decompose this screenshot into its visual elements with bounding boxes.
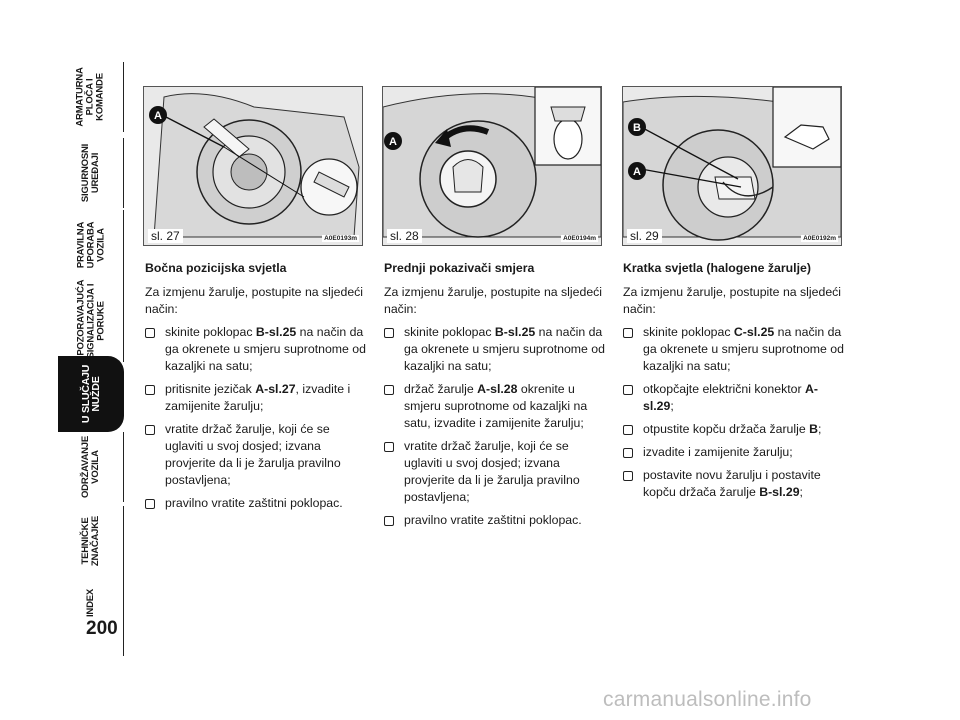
list-item: pravilno vratite zaštitni poklopac. xyxy=(145,495,367,512)
tab-odrzavanje-vozila[interactable]: ODRŽAVANJE VOZILA xyxy=(58,432,124,502)
callout-a-icon: A xyxy=(149,106,167,124)
column-low-beam: Kratka svjetla (halogene žarulje) Za izm… xyxy=(623,260,845,507)
list-item: skinite poklopac B-sl.25 na način da ga … xyxy=(145,324,367,375)
checkbox-bullet-icon xyxy=(384,385,394,395)
headlamp-illustration-side-light xyxy=(144,87,362,245)
figure-code: A0E0194m xyxy=(561,235,598,242)
list-item: izvadite i zamijenite žarulju; xyxy=(623,444,845,461)
svg-text:A: A xyxy=(389,136,397,148)
svg-text:A: A xyxy=(633,166,641,178)
tab-armaturna-ploca[interactable]: ARMATURNA PLOČA I KOMANDE xyxy=(58,62,124,132)
list-item: vratite držač žarulje, koji će se uglavi… xyxy=(384,438,606,506)
callout-a-icon: A xyxy=(384,132,402,150)
column-front-indicators: Prednji pokazivači smjera Za izmjenu žar… xyxy=(384,260,606,535)
figure-code: A0E0192m xyxy=(801,235,838,242)
checkbox-bullet-icon xyxy=(623,385,633,395)
figure-sl27: A sl. 27 A0E0193m xyxy=(143,86,363,246)
section-heading: Prednji pokazivači smjera xyxy=(384,261,535,275)
callout-a-icon: A xyxy=(628,162,646,180)
chapter-sidebar: ARMATURNA PLOČA I KOMANDE SIGURNOSNI URE… xyxy=(58,62,124,630)
checkbox-bullet-icon xyxy=(384,442,394,452)
svg-text:A: A xyxy=(154,110,162,122)
tab-label: UPOZORAVAJUĆA SIGNALIZACIJA I PORUKE xyxy=(75,279,106,363)
callout-b-icon: B xyxy=(628,118,646,136)
figure-sl29: B A sl. 29 A0E0192m xyxy=(622,86,842,246)
figure-label: sl. 29 xyxy=(627,229,662,243)
section-intro: Za izmjenu žarulje, postupite na sljedeć… xyxy=(623,285,842,316)
list-item: vratite držač žarulje, koji će se uglavi… xyxy=(145,421,367,489)
section-heading: Kratka svjetla (halogene žarulje) xyxy=(623,261,811,275)
list-item: postavite novu žarulju i postavite kopču… xyxy=(623,467,845,501)
tab-pravilna-uporaba[interactable]: PRAVILNA UPORABA VOZILA xyxy=(58,210,124,280)
tab-label: U SLUČAJU NUŽDE xyxy=(79,364,102,424)
tab-label: SIGURNOSNI UREĐAJI xyxy=(80,143,101,203)
tab-label: TEHNIČKE ZNAČAJKE xyxy=(79,515,101,567)
checkbox-bullet-icon xyxy=(384,516,394,526)
checkbox-bullet-icon xyxy=(145,425,155,435)
section-intro: Za izmjenu žarulje, postupite na sljedeć… xyxy=(384,285,603,316)
tab-label: INDEX xyxy=(84,588,96,618)
list-item: pritisnite jezičak A-sl.27, izvadite i z… xyxy=(145,381,367,415)
section-heading: Bočna pozicijska svjetla xyxy=(145,261,287,275)
figure-sl28: A sl. 28 A0E0194m xyxy=(382,86,602,246)
list-item: skinite poklopac B-sl.25 na način da ga … xyxy=(384,324,606,375)
tab-upozoravajuca-signalizacija[interactable]: UPOZORAVAJUĆA SIGNALIZACIJA I PORUKE xyxy=(58,280,124,362)
list-item: otkopčajte električni konektor A-sl.29; xyxy=(623,381,845,415)
section-intro: Za izmjenu žarulje, postupite na sljedeć… xyxy=(145,285,364,316)
figure-label: sl. 27 xyxy=(148,229,183,243)
watermark: carmanualsonline.info xyxy=(603,688,812,711)
tab-tehnicke-znacajke[interactable]: TEHNIČKE ZNAČAJKE xyxy=(58,506,124,576)
checkbox-bullet-icon xyxy=(145,385,155,395)
tab-sigurnosni-uredaji[interactable]: SIGURNOSNI UREĐAJI xyxy=(58,138,124,208)
headlamp-illustration-low-beam xyxy=(623,87,841,245)
page-rule xyxy=(123,612,124,656)
tab-label: ARMATURNA PLOČA I KOMANDE xyxy=(75,67,106,127)
list-item: skinite poklopac C-sl.25 na način da ga … xyxy=(623,324,845,375)
svg-text:B: B xyxy=(633,122,641,134)
list-item: otpustite kopču držača žarulje B; xyxy=(623,421,845,438)
figure-code: A0E0193m xyxy=(322,235,359,242)
tab-u-slucaju-nuzde[interactable]: U SLUČAJU NUŽDE xyxy=(58,356,124,432)
tab-label: ODRŽAVANJE VOZILA xyxy=(79,435,101,499)
checkbox-bullet-icon xyxy=(145,328,155,338)
tab-label: PRAVILNA UPORABA VOZILA xyxy=(74,221,106,269)
page-number: 200 xyxy=(86,618,118,639)
headlamp-illustration-indicator xyxy=(383,87,601,245)
checkbox-bullet-icon xyxy=(623,328,633,338)
checkbox-bullet-icon xyxy=(623,425,633,435)
checkbox-bullet-icon xyxy=(145,499,155,509)
column-side-lights: Bočna pozicijska svjetla Za izmjenu žaru… xyxy=(145,260,367,518)
checkbox-bullet-icon xyxy=(623,448,633,458)
figure-label: sl. 28 xyxy=(387,229,422,243)
list-item: držač žarulje A-sl.28 okrenite u smjeru … xyxy=(384,381,606,432)
checkbox-bullet-icon xyxy=(623,471,633,481)
list-item: pravilno vratite zaštitni poklopac. xyxy=(384,512,606,529)
tab-index[interactable]: INDEX xyxy=(58,576,124,630)
checkbox-bullet-icon xyxy=(384,328,394,338)
